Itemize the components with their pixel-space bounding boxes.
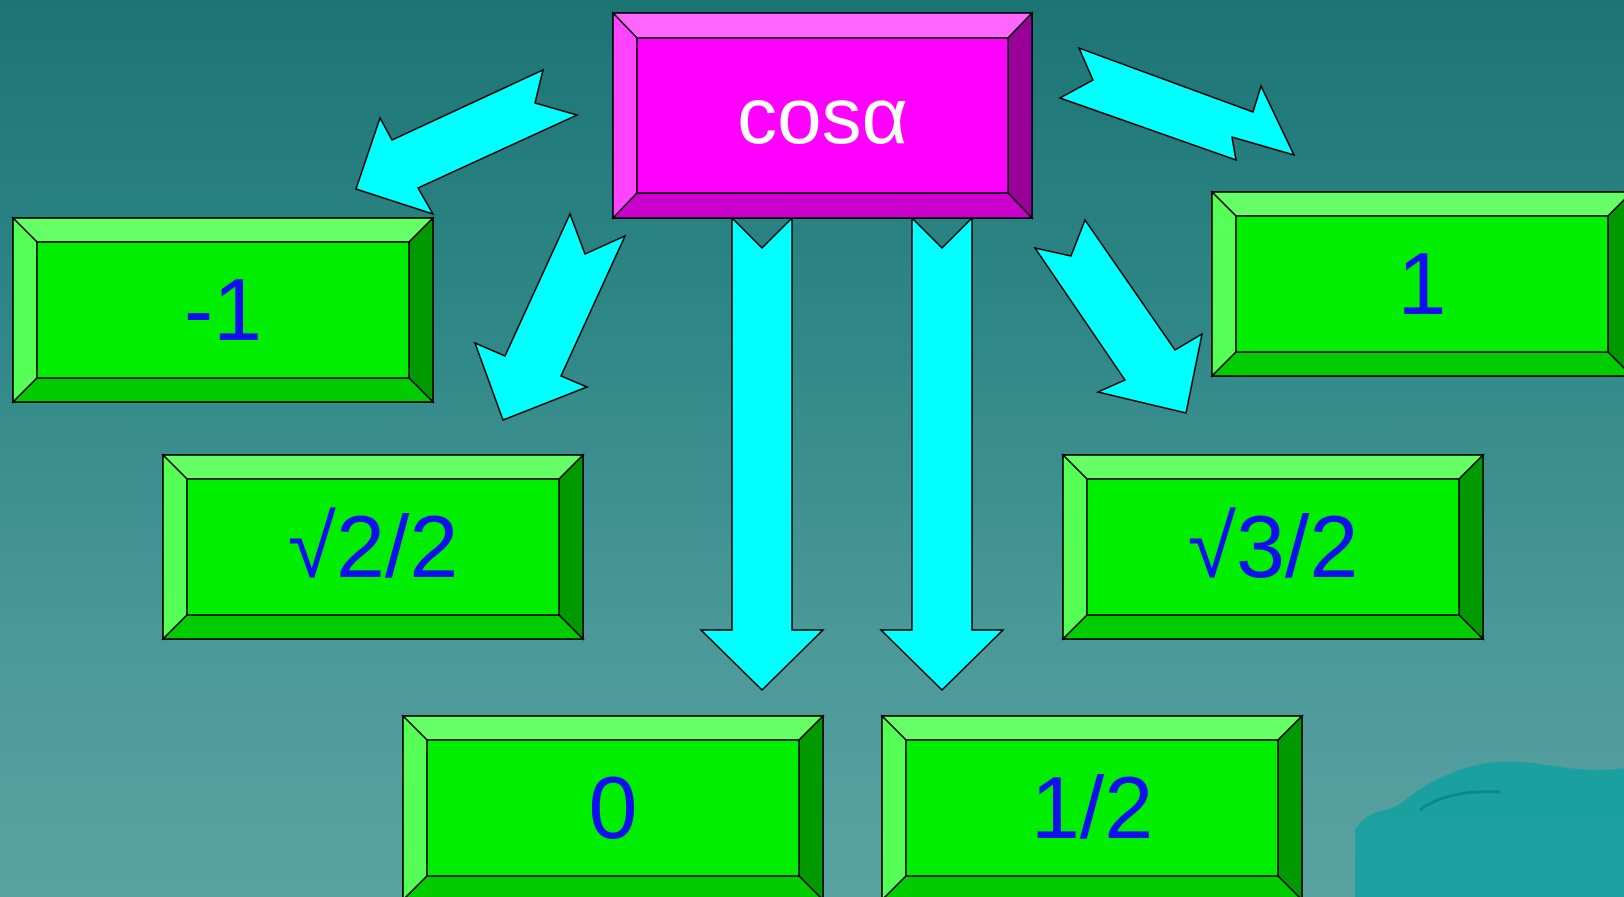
value-box-sqrt2 [161,453,585,641]
arrow-to-sqrt2 [473,212,627,421]
value-box-half [880,714,1304,897]
arrow-to-half [879,216,1005,692]
root-box [611,11,1034,220]
value-box-one [1210,190,1624,378]
value-box-zero [401,714,825,897]
value-box-minus-one [11,216,435,404]
arrow-to-sqrt3 [1033,218,1204,414]
arrow-to-minus-one [355,68,580,216]
arrow-to-one [1058,46,1296,162]
decorative-wave-icon [1355,761,1624,897]
arrow-to-zero [699,216,825,692]
value-box-sqrt3 [1061,453,1485,641]
